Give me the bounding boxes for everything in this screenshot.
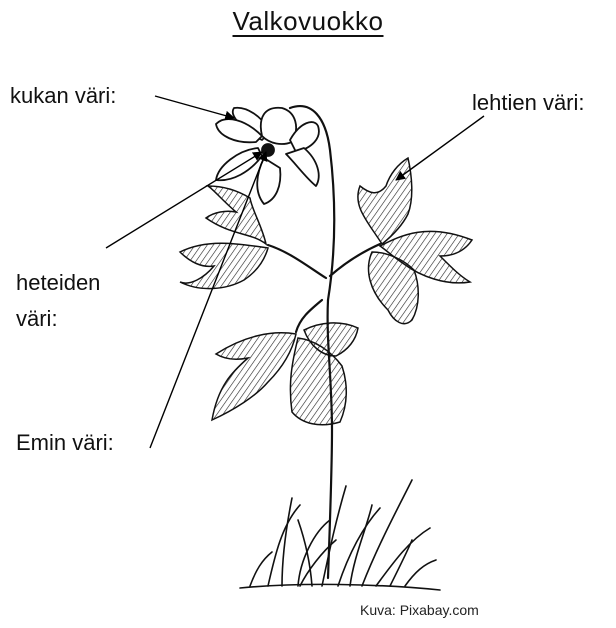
leaves xyxy=(180,158,472,425)
leaf-right-upper xyxy=(358,158,412,244)
leaf-color-pointer xyxy=(396,116,484,180)
image-credit: Kuva: Pixabay.com xyxy=(360,602,479,618)
leaf-left-middle xyxy=(180,243,268,288)
flower-center xyxy=(262,144,274,156)
grass-tuft xyxy=(240,480,440,590)
leaf-lower-left xyxy=(212,333,296,420)
petal-right xyxy=(286,148,319,186)
pistil-color-pointer xyxy=(150,152,266,448)
leaf-left-upper xyxy=(206,186,266,244)
flower-color-pointer xyxy=(155,96,234,118)
